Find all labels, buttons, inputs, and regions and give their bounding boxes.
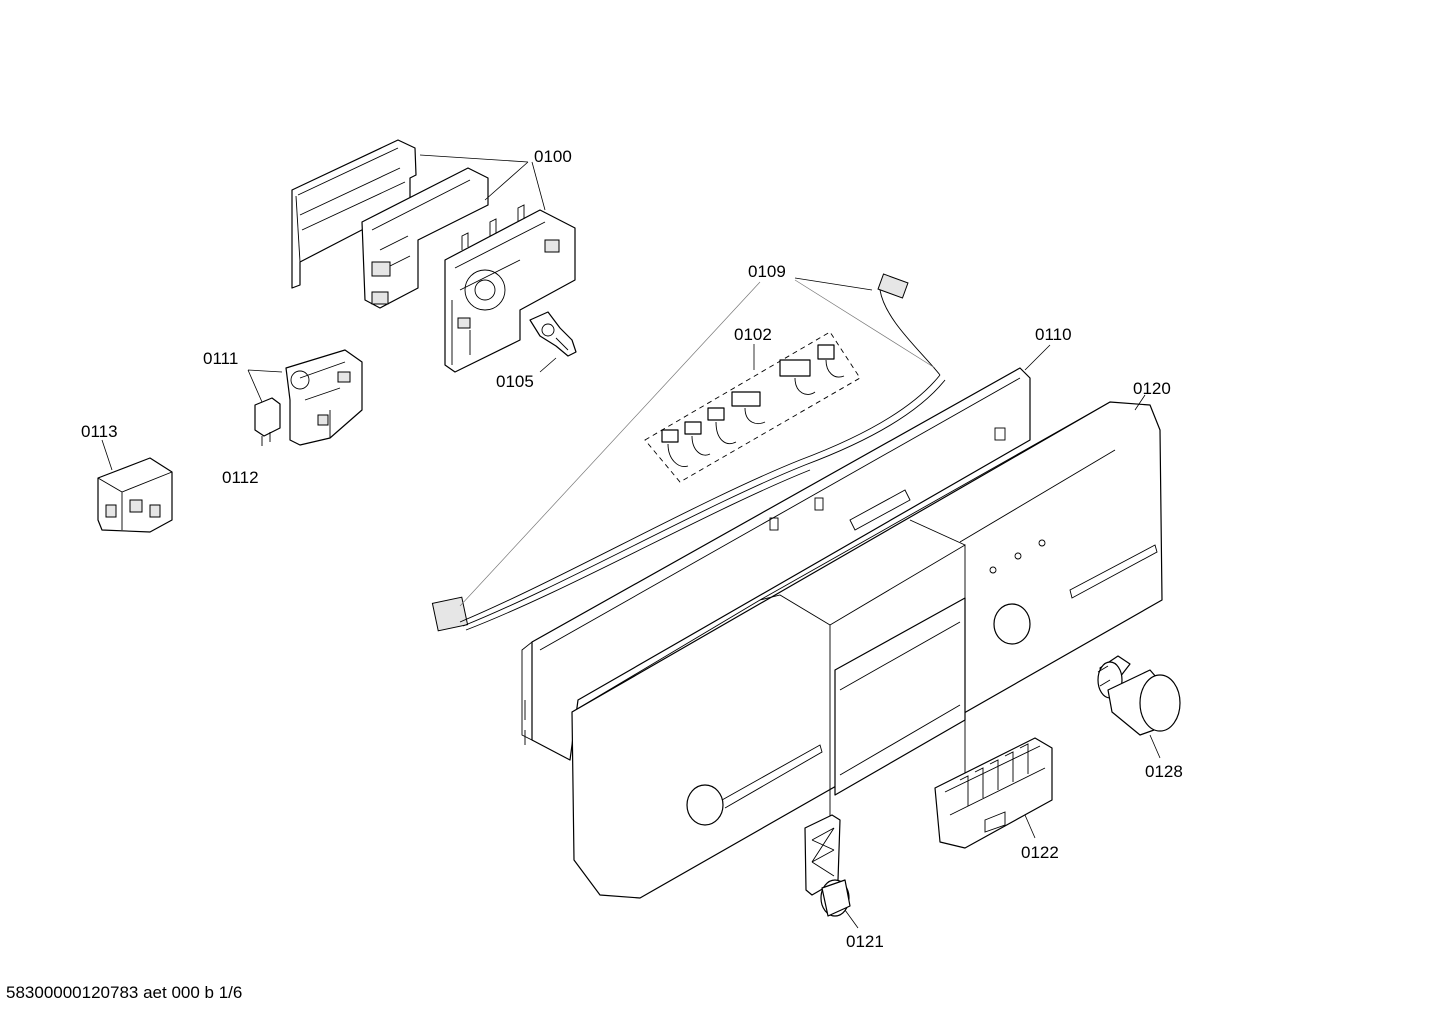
part-0100-control-module[interactable]	[291, 139, 576, 373]
part-0111-switch[interactable]	[285, 349, 363, 446]
part-0120-front-fascia[interactable]	[571, 401, 1163, 899]
label-0113: 0113	[81, 422, 118, 441]
part-0109-wiring-harness[interactable]	[431, 273, 946, 632]
label-0121: 0121	[846, 932, 884, 951]
label-0105: 0105	[496, 372, 534, 391]
part-0122-button-strip[interactable]	[934, 737, 1053, 849]
part-0113-block[interactable]	[97, 457, 173, 533]
part-0112-relay[interactable]	[254, 397, 281, 446]
label-0111: 0111	[203, 349, 238, 368]
label-0120: 0120	[1133, 379, 1171, 398]
label-0110: 0110	[1035, 325, 1072, 344]
label-0102: 0102	[734, 325, 772, 344]
label-0112: 0112	[222, 468, 259, 487]
part-0105-connector[interactable]	[529, 311, 577, 357]
document-id-footer: 58300000120783 aet 000 b 1/6	[6, 983, 242, 1002]
part-0102-connector-group[interactable]	[644, 331, 861, 483]
part-0121-push-rod[interactable]	[804, 814, 851, 917]
label-0100: 0100	[534, 147, 572, 166]
label-0109: 0109	[748, 262, 786, 281]
label-0122: 0122	[1021, 843, 1059, 862]
part-0128-knob[interactable]	[1097, 655, 1181, 736]
label-0128: 0128	[1145, 762, 1183, 781]
part-0110-frame-panel[interactable]	[521, 367, 1031, 761]
